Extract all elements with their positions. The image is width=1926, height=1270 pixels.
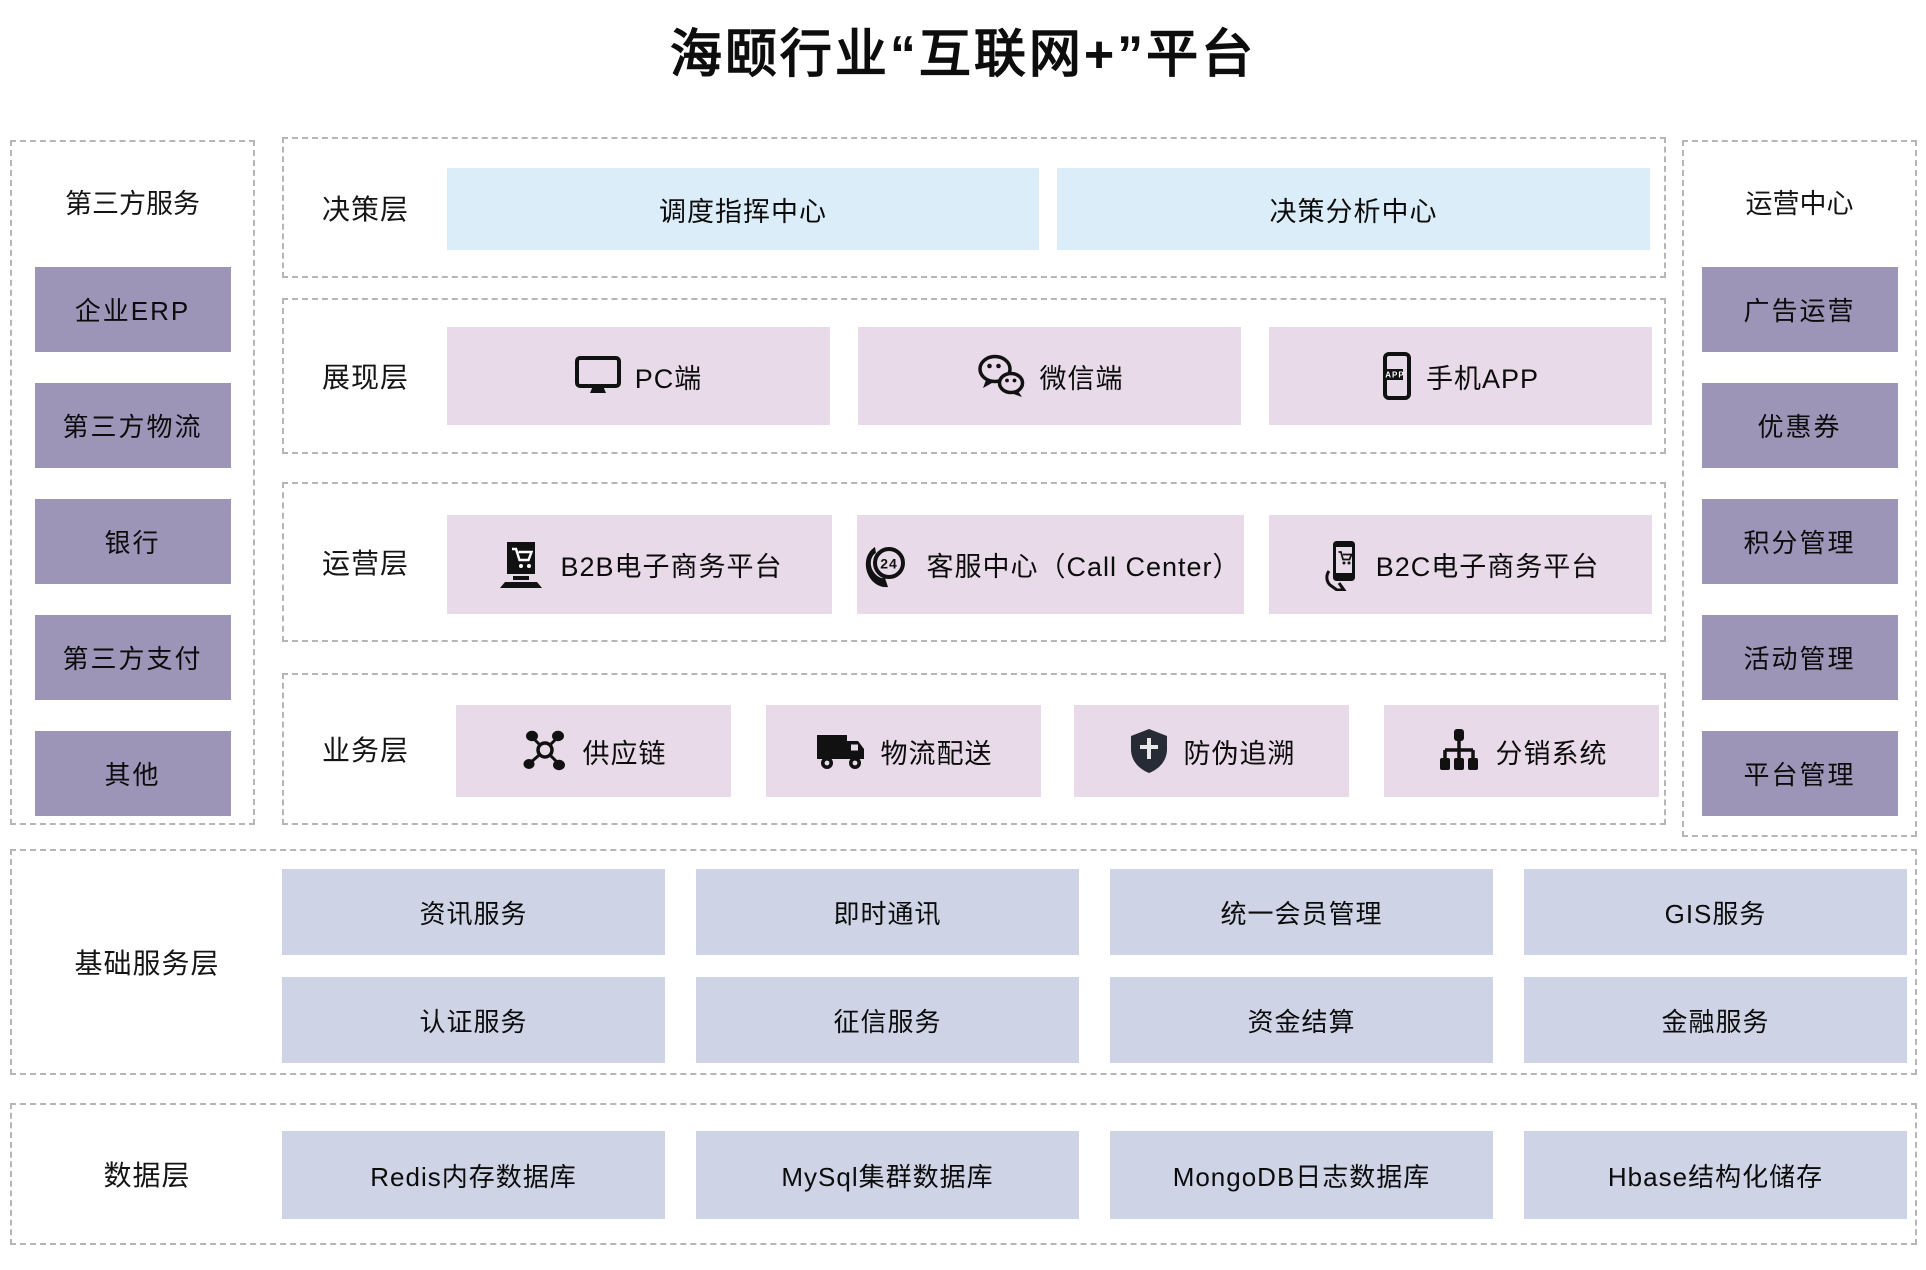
third-party-item-bank: 银行 [34, 499, 231, 584]
base-services-panel: 基础服务层 资讯服务 即时通讯 统一会员管理 GIS服务 认证服务 征信服务 资… [10, 849, 1917, 1075]
pc-client-label: PC端 [634, 363, 703, 394]
unified-member-box: 统一会员管理 [1110, 869, 1493, 955]
anti-counterfeit-box: 防伪追溯 [1074, 705, 1349, 797]
wechat-client-box: 微信端 [858, 327, 1241, 425]
gis-service-box: GIS服务 [1524, 869, 1907, 955]
distribution-tree-icon [1436, 727, 1482, 775]
logistics-box: 物流配送 [766, 705, 1041, 797]
business-layer-label: 业务层 [321, 735, 409, 766]
data-layer-panel: 数据层 Redis内存数据库 MySql集群数据库 MongoDB日志数据库 H… [10, 1103, 1917, 1245]
pc-client-box: PC端 [447, 327, 830, 425]
third-party-item-other: 其他 [34, 731, 231, 816]
third-party-title: 第三方服务 [65, 189, 200, 219]
auth-service-box: 认证服务 [282, 977, 665, 1063]
decision-layer-label: 决策层 [321, 193, 409, 225]
supply-chain-icon [521, 728, 569, 774]
logistics-label: 物流配送 [880, 738, 993, 769]
operation-center-item-campaign: 活动管理 [1701, 615, 1898, 700]
info-service-box: 资讯服务 [282, 869, 665, 955]
b2b-ecommerce-label: B2B电子商务平台 [560, 552, 783, 582]
logistics-truck-icon [815, 729, 867, 773]
third-party-item-logistics: 第三方物流 [34, 383, 231, 468]
instant-messaging-box: 即时通讯 [696, 869, 1079, 955]
credit-service-box: 征信服务 [696, 977, 1079, 1063]
dispatch-command-center-box: 调度指挥中心 [447, 168, 1039, 250]
phone-app-icon: APP [1382, 352, 1412, 400]
decision-layer-panel: 决策层 调度指挥中心 决策分析中心 [282, 137, 1666, 278]
third-party-item-payment: 第三方支付 [34, 615, 231, 700]
distribution-box: 分销系统 [1384, 705, 1659, 797]
anti-counterfeit-label: 防伪追溯 [1183, 738, 1296, 769]
operation-layer-label: 运营层 [321, 548, 409, 579]
mysql-db-box: MySql集群数据库 [696, 1131, 1079, 1219]
presentation-layer-panel: 展现层 PC端 [282, 298, 1666, 454]
mobile-app-box: APP 手机APP [1269, 327, 1652, 425]
hbase-storage-box: Hbase结构化储存 [1524, 1131, 1907, 1219]
b2c-ecommerce-box: B2C电子商务平台 [1269, 515, 1652, 614]
svg-text:24: 24 [881, 555, 899, 571]
fund-settlement-box: 资金结算 [1110, 977, 1493, 1063]
b2b-ecommerce-box: B2B电子商务平台 [447, 515, 832, 614]
operation-center-item-points: 积分管理 [1701, 499, 1898, 584]
distribution-label: 分销系统 [1495, 738, 1608, 769]
anti-counterfeit-shield-icon [1128, 727, 1170, 775]
redis-db-box: Redis内存数据库 [282, 1131, 665, 1219]
wechat-icon [976, 354, 1026, 398]
presentation-layer-label: 展现层 [321, 362, 409, 393]
mongodb-db-box: MongoDB日志数据库 [1110, 1131, 1493, 1219]
data-layer-label: 数据层 [103, 1160, 191, 1191]
business-layer-panel: 业务层 供应链 [282, 673, 1666, 825]
svg-text:APP: APP [1385, 371, 1404, 380]
call-center-box: 24 客服中心（Call Center） [857, 515, 1244, 614]
b2b-laptop-cart-icon [496, 540, 546, 590]
operation-center-panel: 运营中心 广告运营 优惠券 积分管理 活动管理 平台管理 [1682, 140, 1917, 837]
third-party-item-erp: 企业ERP [34, 267, 231, 352]
monitor-icon [574, 356, 621, 396]
finance-service-box: 金融服务 [1524, 977, 1907, 1063]
mobile-app-label: 手机APP [1425, 363, 1540, 394]
operation-center-title: 运营中心 [1745, 189, 1854, 219]
supply-chain-label: 供应链 [582, 738, 667, 769]
call-center-label: 客服中心（Call Center） [926, 552, 1241, 582]
operation-center-item-ads: 广告运营 [1701, 267, 1898, 352]
decision-analysis-center-box: 决策分析中心 [1057, 168, 1650, 250]
supply-chain-box: 供应链 [456, 705, 731, 797]
operation-layer-panel: 运营层 B2B电子商务平台 24 [282, 482, 1666, 642]
b2c-hand-phone-icon [1322, 539, 1362, 591]
operation-center-item-platform: 平台管理 [1701, 731, 1898, 816]
operation-center-item-coupon: 优惠券 [1701, 383, 1898, 468]
page-title: 海颐行业“互联网+”平台 [669, 26, 1257, 84]
base-services-label: 基础服务层 [74, 948, 220, 979]
callcenter-24-icon: 24 [860, 539, 912, 591]
wechat-client-label: 微信端 [1039, 363, 1124, 394]
b2c-ecommerce-label: B2C电子商务平台 [1375, 552, 1600, 582]
third-party-panel: 第三方服务 企业ERP 第三方物流 银行 第三方支付 其他 [10, 140, 255, 825]
